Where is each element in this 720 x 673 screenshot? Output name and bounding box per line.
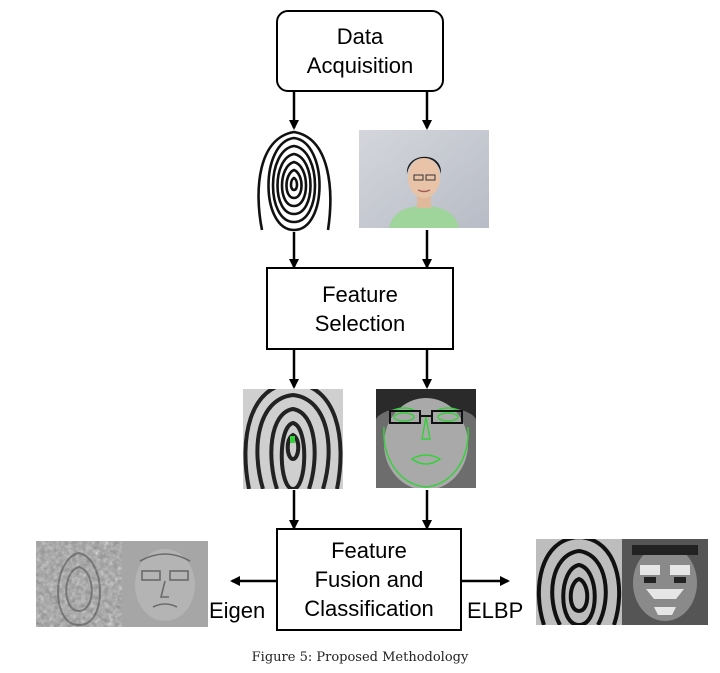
fingerprint-core-crop bbox=[243, 389, 343, 489]
eigen-label: Eigen bbox=[209, 598, 266, 623]
fingerprint-image bbox=[256, 130, 333, 232]
face-photo bbox=[359, 130, 489, 228]
feature-fusion-line3: Classification bbox=[304, 596, 434, 621]
feature-selection-line1: Feature bbox=[322, 281, 398, 307]
feature-fusion-line1: Feature bbox=[331, 538, 407, 563]
face-landmark-crop bbox=[376, 389, 476, 488]
feature-fusion-box: Feature Fusion and Classification bbox=[276, 528, 462, 631]
data-acquisition-line1: Data bbox=[336, 24, 384, 49]
feature-selection-line2: Selection bbox=[314, 310, 406, 336]
figure-caption: Figure 5: Proposed Methodology bbox=[251, 650, 469, 665]
elbp-output-image bbox=[536, 539, 708, 625]
elbp-label: ELBP bbox=[467, 598, 524, 623]
eigen-output-image bbox=[36, 541, 208, 627]
data-acquisition-line2: Acquisition bbox=[306, 53, 414, 78]
feature-selection-box: Feature Selection bbox=[266, 267, 454, 350]
feature-fusion-line2: Fusion and bbox=[314, 567, 424, 592]
data-acquisition-box: Data Acquisition bbox=[276, 10, 444, 92]
